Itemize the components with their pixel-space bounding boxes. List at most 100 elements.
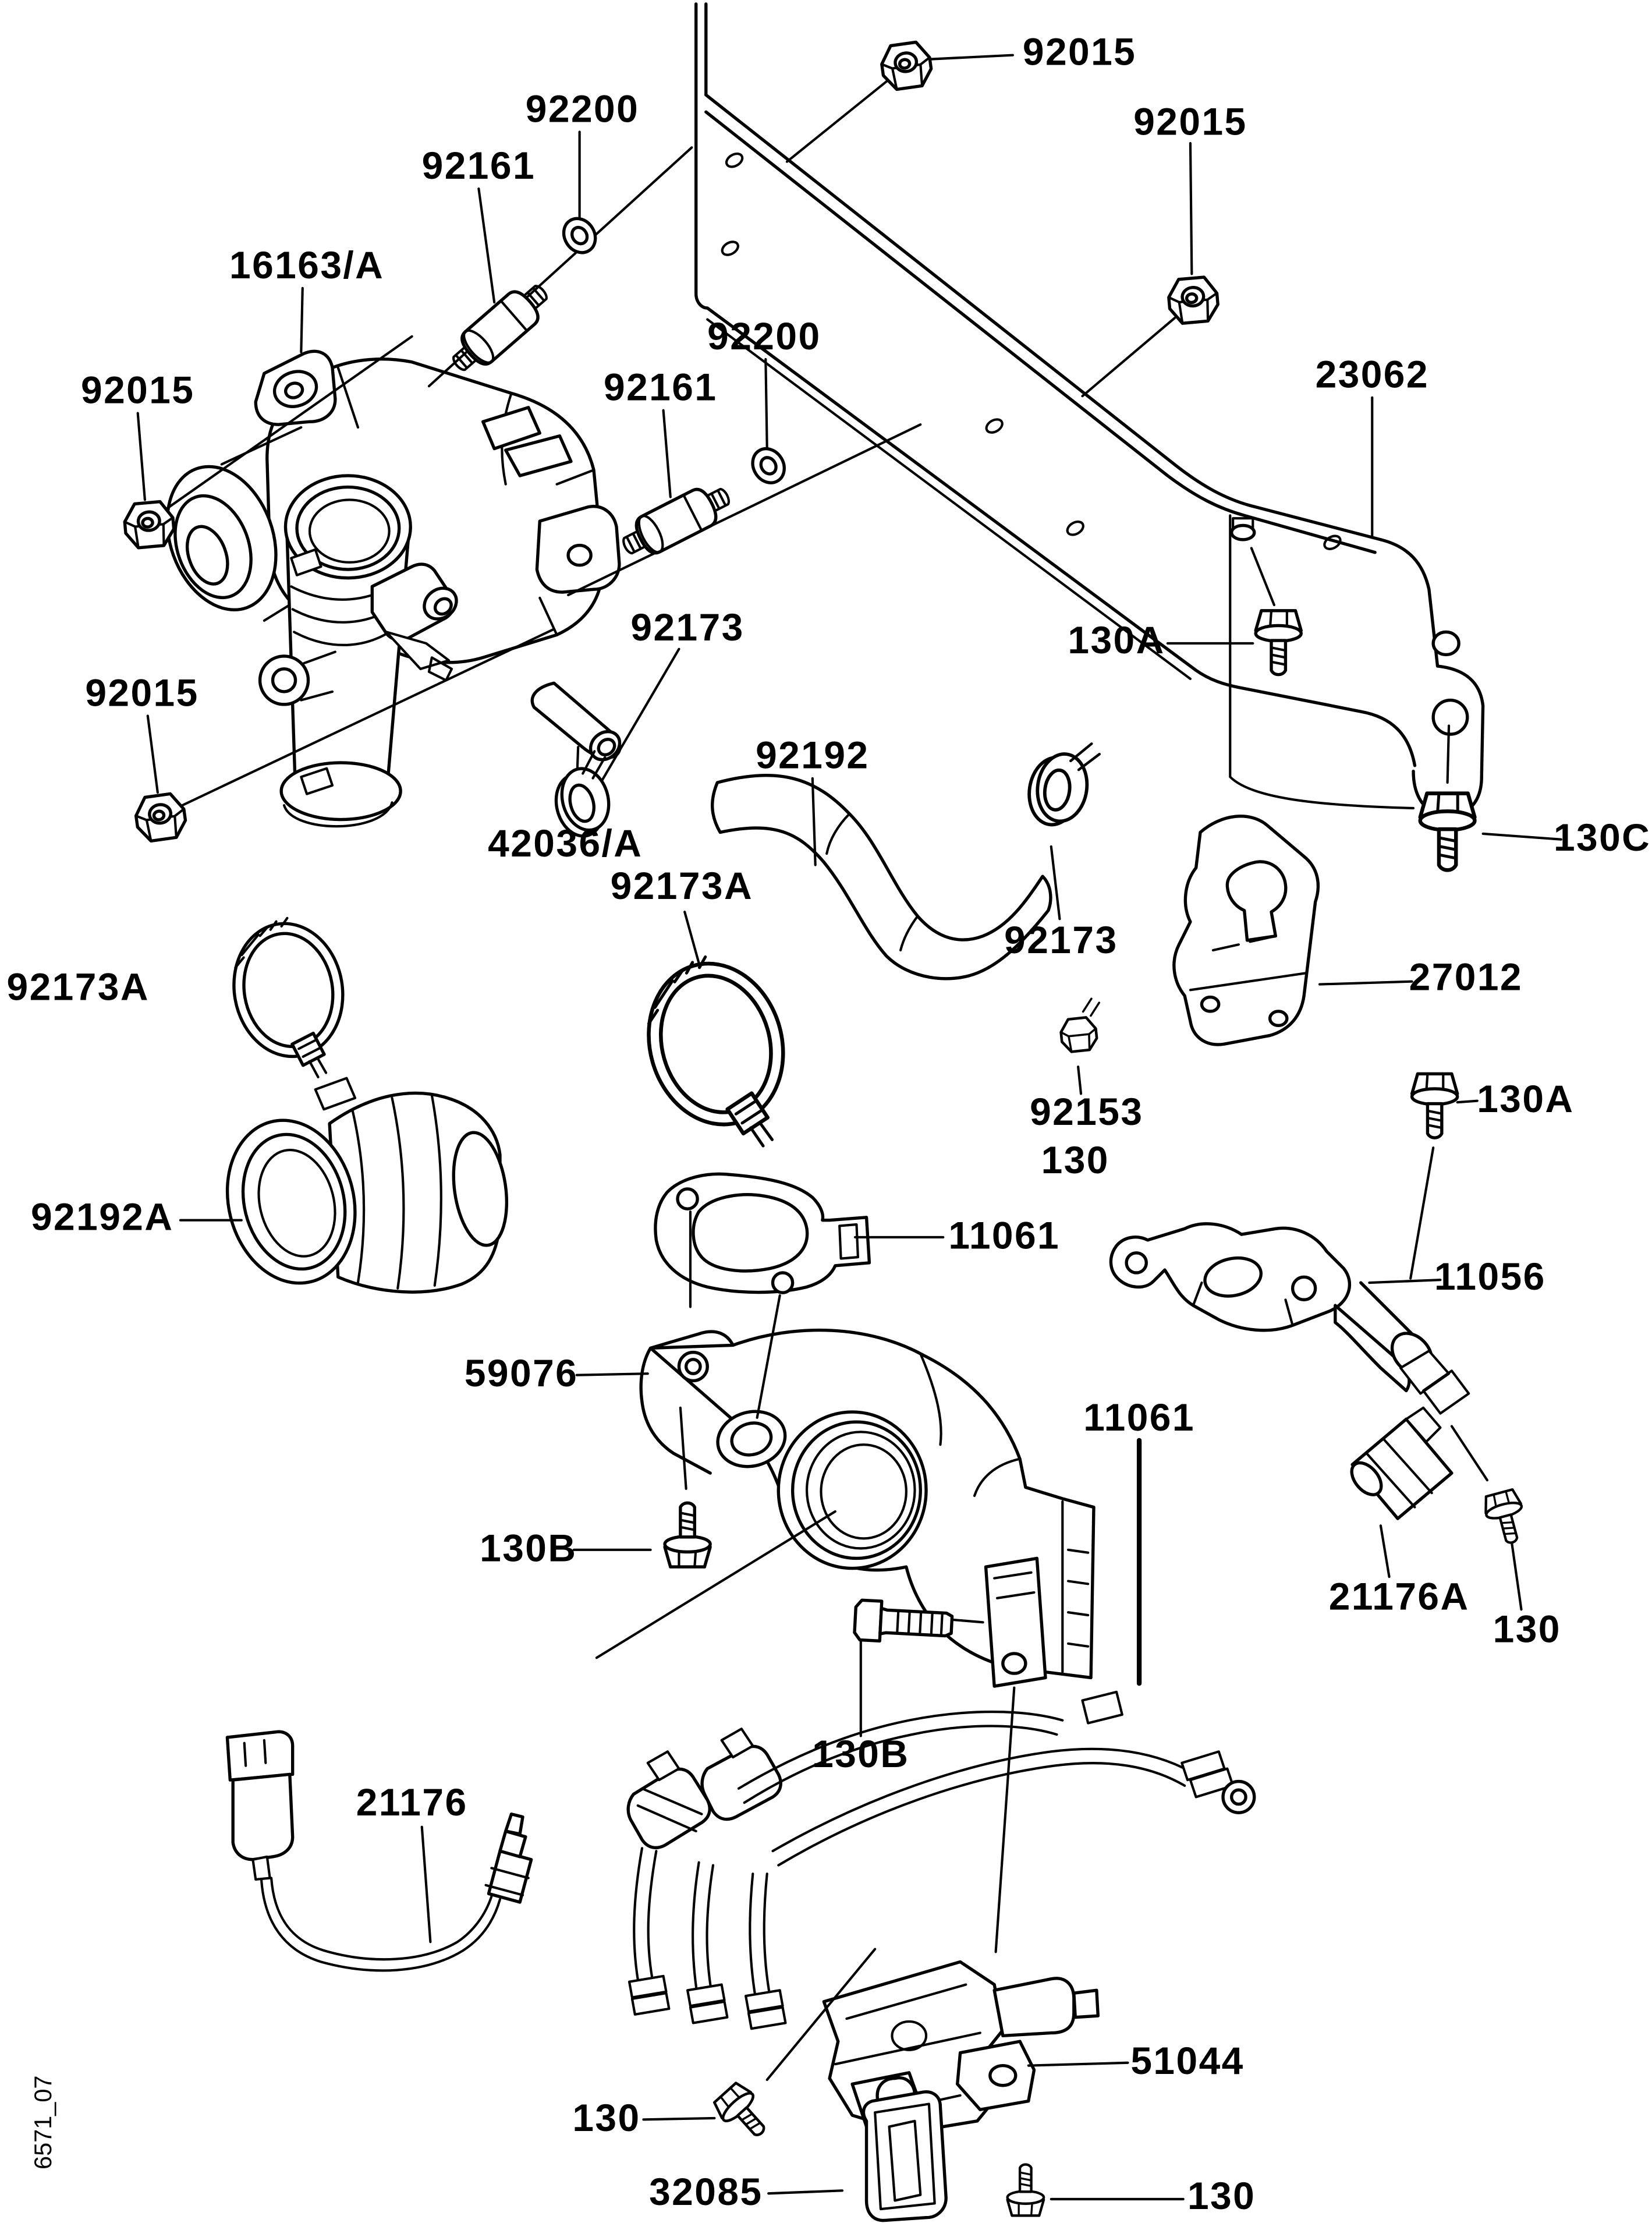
part-32085-holder [862, 2076, 948, 2222]
part-label-92200-2: 92200 [707, 314, 821, 357]
construction-line-15 [765, 1948, 877, 2082]
leader-line-8 [136, 412, 146, 501]
part-label-92192: 92192 [756, 734, 869, 777]
part-label-130B-2: 130B [812, 1732, 909, 1775]
construction-line-9 [1450, 1425, 1489, 1482]
leader-line-4 [300, 286, 304, 353]
leader-line-7 [662, 409, 672, 498]
part-label-92173A-2: 92173A [611, 864, 753, 907]
part-label-21176A: 21176A [1329, 1574, 1470, 1617]
part-label-92192A: 92192A [31, 1195, 173, 1238]
part-92015-nut-1 [880, 41, 934, 91]
part-130-bolt-2 [1481, 1488, 1530, 1547]
leader-lines [136, 54, 1562, 2201]
construction-line-4 [158, 335, 413, 515]
part-21176-sensor-cable [225, 1730, 533, 1972]
part-label-92173-1: 92173 [630, 606, 744, 649]
leader-line-9 [146, 714, 159, 794]
construction-line-12 [679, 1406, 687, 1490]
part-label-130B-1: 130B [480, 1526, 577, 1569]
leader-line-32 [767, 2189, 844, 2195]
part-label-130C: 130C [1554, 816, 1651, 859]
part-label-11061-1: 11061 [948, 1213, 1060, 1256]
part-130A-bolt-1 [1256, 611, 1301, 675]
leader-line-28 [420, 1825, 432, 1944]
part-label-92173A-1: 92173A [7, 965, 150, 1008]
part-label-130A-2: 130A [1477, 1077, 1574, 1120]
part-label-92015-2: 92015 [1133, 100, 1247, 143]
part-label-27012: 27012 [1409, 955, 1523, 998]
leader-line-14 [1050, 845, 1061, 921]
leader-line-1 [1189, 141, 1193, 275]
part-label-42036A: 42036/A [488, 822, 643, 865]
part-92153-screw [1059, 997, 1100, 1053]
part-92192A-duct [225, 1077, 509, 1294]
part-label-59076: 59076 [465, 1351, 578, 1394]
leader-line-15 [1318, 980, 1413, 986]
part-label-11061-2: 11061 [1083, 1396, 1195, 1439]
leader-line-31 [642, 2116, 716, 2121]
construction-line-7 [1446, 724, 1451, 784]
leader-line-30 [1027, 2061, 1129, 2067]
part-92200-washer-2 [746, 443, 790, 489]
construction-line-8 [1409, 1146, 1435, 1280]
part-label-92015-4: 92015 [85, 671, 198, 714]
construction-line-1 [1081, 317, 1176, 398]
part-130-bolt-3 [711, 2080, 776, 2146]
part-16163A-air-suction-valve [165, 349, 621, 828]
part-92173A-clamp-1 [223, 911, 357, 1089]
leader-line-11 [811, 777, 817, 866]
part-92200-washer-1 [558, 213, 602, 259]
part-label-130-3: 130 [572, 2096, 640, 2139]
part-130B-bolt-1 [665, 1503, 710, 1567]
part-label-130A-1: 130A [1068, 618, 1165, 661]
part-130-bolt-4 [1008, 2164, 1044, 2215]
part-92161-damper-1 [444, 275, 556, 380]
leader-line-0 [924, 54, 1014, 61]
part-label-32085: 32085 [649, 2170, 763, 2213]
construction-line-13 [948, 1618, 984, 1624]
part-label-92153: 92153 [1030, 1090, 1143, 1133]
part-label-51044: 51044 [1130, 2039, 1244, 2082]
part-label-92015-3: 92015 [81, 369, 194, 412]
part-label-11056: 11056 [1434, 1255, 1546, 1298]
part-label-92173-2: 92173 [1004, 918, 1118, 961]
part-59076-manifold [639, 1328, 1096, 1688]
leader-line-23 [575, 1372, 649, 1376]
part-label-16163A: 16163/A [229, 243, 384, 286]
part-130C-bolt [1420, 794, 1475, 870]
construction-line-0 [785, 78, 891, 163]
construction-line-3 [567, 423, 922, 597]
part-23062-bracket [694, 2, 1485, 817]
part-labels: 9201592015922009216116163/A2306292200921… [7, 30, 1651, 2217]
construction-line-6 [1250, 547, 1275, 607]
part-fuel-pipe-assembly [626, 1690, 1256, 2030]
part-11061-gasket [654, 1172, 871, 1294]
construction-line-14 [994, 1686, 1016, 1953]
part-92015-nut-4 [134, 792, 188, 843]
leader-line-3 [477, 187, 496, 304]
part-label-92015-1: 92015 [1023, 30, 1136, 73]
part-label-130-4: 130 [1187, 2174, 1256, 2217]
part-27012-bracket [1172, 815, 1320, 1046]
fasteners-layer [123, 41, 1530, 2216]
leader-line-6 [764, 357, 768, 450]
leader-line-10 [595, 647, 680, 791]
construction-line-11 [756, 1294, 781, 1419]
part-92173A-clamp-2 [629, 943, 810, 1169]
part-label-130-1: 130 [1041, 1138, 1109, 1181]
part-130A-bolt-2 [1412, 1074, 1458, 1138]
part-42036A-pipe [530, 681, 622, 762]
construction-line-5 [172, 628, 555, 811]
part-21176A-sensor [1350, 1406, 1454, 1520]
part-label-92200-1: 92200 [526, 87, 639, 130]
part-11056-bracket [1109, 1222, 1470, 1415]
part-label-92161-1: 92161 [422, 144, 536, 187]
leader-line-18 [1077, 1066, 1083, 1095]
construction-line-16 [595, 1510, 836, 1659]
part-92173-clamp-2 [1025, 736, 1101, 830]
part-51044-valve-assembly [822, 1960, 1100, 2134]
part-label-130-2: 130 [1493, 1607, 1561, 1650]
